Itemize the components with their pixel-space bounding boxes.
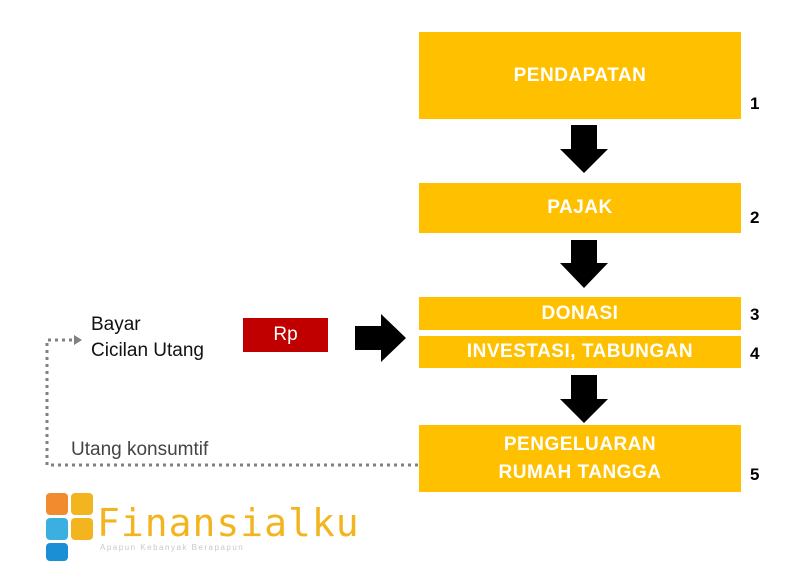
step-box-pengeluaran: PENGELUARAN RUMAH TANGGA [419, 425, 741, 492]
logo-mark-icon [46, 493, 93, 561]
right-arrow [355, 314, 406, 362]
step-box-donasi: DONASI [419, 297, 741, 330]
debt-payment-label: Bayar Cicilan Utang [91, 312, 204, 364]
brand-tagline: Apapun Kebanyak Berapapun [100, 543, 245, 552]
step-label-pajak: PAJAK [547, 197, 613, 218]
debt-payment-line1: Bayar [91, 314, 141, 335]
step-number-4: 4 [750, 344, 760, 363]
debt-payment-line2: Cicilan Utang [91, 340, 204, 361]
step-number-1: 1 [750, 94, 760, 113]
step-label-investasi: INVESTASI, TABUNGAN [466, 341, 694, 362]
step-number-5: 5 [750, 465, 760, 484]
step-label-donasi: DONASI [541, 302, 619, 324]
step-box-pajak: PAJAK [419, 183, 741, 233]
brand-logo-text: Finansialku [97, 501, 360, 545]
down-arrow-1 [560, 125, 608, 173]
step-label-pendapatan: PENDAPATAN [513, 64, 647, 86]
down-arrow-3 [560, 375, 608, 423]
step-number-3: 3 [750, 305, 760, 324]
step-label-pengeluaran-line2: RUMAH TANGGA [498, 461, 662, 483]
step-box-pendapatan: PENDAPATAN [419, 32, 741, 119]
money-box: Rp [243, 318, 328, 352]
dotted-return-line [45, 335, 418, 467]
down-arrow-2 [560, 240, 608, 288]
step-box-investasi: INVESTASI, TABUNGAN [419, 336, 741, 368]
money-label: Rp [273, 324, 298, 345]
step-label-pengeluaran-line1: PENGELUARAN [503, 433, 657, 455]
step-number-2: 2 [750, 208, 760, 227]
consumer-debt-label: Utang konsumtif [71, 439, 209, 460]
